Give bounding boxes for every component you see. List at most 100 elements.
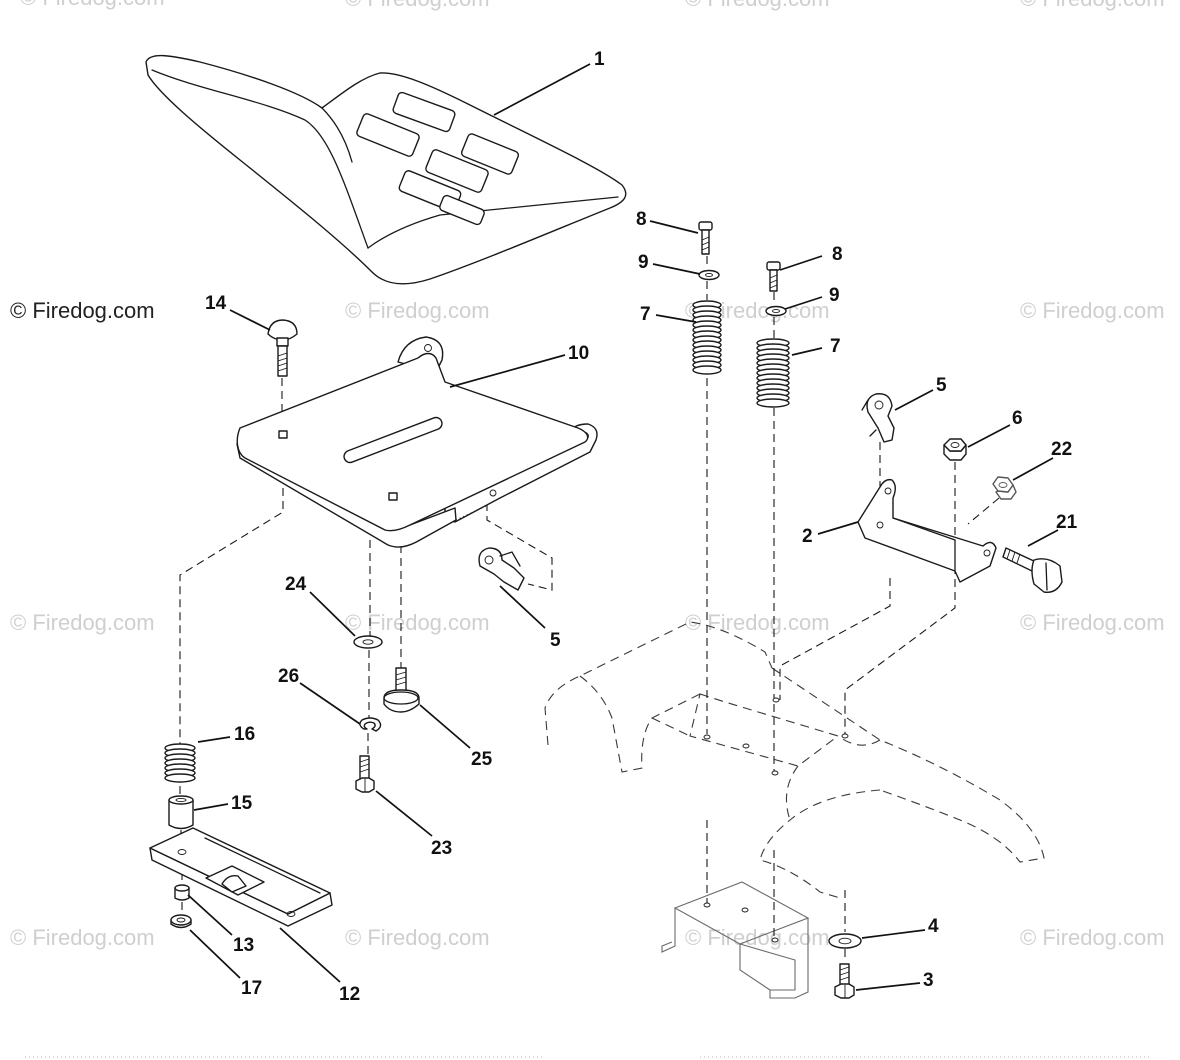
watermark: © Firedog.com <box>1020 925 1165 950</box>
clip-body <box>478 547 525 591</box>
callout-label-spacer: 15 <box>231 793 253 814</box>
leader-line <box>375 790 433 837</box>
spacer-body <box>168 799 194 830</box>
leader-line <box>449 354 566 388</box>
callout-label-carriage-bolt: 14 <box>205 293 227 314</box>
nut-13-top <box>174 884 190 892</box>
bolt-shank <box>769 269 778 292</box>
nut-part[interactable] <box>943 438 967 461</box>
clip-part-upper[interactable] <box>861 393 895 443</box>
callout-label-spring-16: 16 <box>234 724 255 745</box>
seat-part[interactable] <box>145 54 627 285</box>
callout-label-slide-plate: 12 <box>339 984 360 1005</box>
shoulder-bolt-thread <box>1006 549 1021 564</box>
washer-part-17[interactable] <box>170 914 192 929</box>
nut-part-13[interactable] <box>174 884 190 901</box>
watermark: © Firedog.com <box>345 925 490 950</box>
bracket-bend <box>892 517 956 572</box>
spacer-part[interactable] <box>168 795 194 830</box>
callout-label-washer-24: 24 <box>285 574 307 595</box>
spacer-hole <box>175 797 187 803</box>
mount-hole <box>742 743 750 749</box>
washer-part-left[interactable] <box>698 269 720 281</box>
carriage-bolt-thread <box>277 352 288 372</box>
frame-bracket-left <box>661 908 676 953</box>
fender-outline <box>544 621 1045 899</box>
watermark: © Firedog.com <box>345 298 490 323</box>
slide-plate-fold <box>204 837 321 894</box>
right-fender-front <box>837 735 881 746</box>
slide-plate-hole <box>177 849 187 855</box>
washer-part-24[interactable] <box>353 635 383 649</box>
callout-label-split-washer: 26 <box>278 666 299 687</box>
spring-part-left[interactable] <box>692 300 722 375</box>
watermark: © Firedog.com <box>685 0 830 11</box>
washer-4-outer <box>828 933 862 949</box>
bolt-part-left[interactable] <box>698 221 713 255</box>
left-fender-edge <box>544 621 773 746</box>
nut-hole <box>950 442 960 448</box>
assembly-line <box>367 540 371 755</box>
flange-bolt-part[interactable] <box>383 667 420 713</box>
mount-hole <box>771 770 779 776</box>
spring-coil <box>692 365 722 375</box>
hex-bolt-part-3[interactable] <box>834 963 855 999</box>
callout-label-washer-4: 4 <box>928 916 939 937</box>
callout-label-hex-bolt-3: 3 <box>923 970 934 991</box>
leader-line <box>229 309 271 331</box>
nut-part-22[interactable] <box>992 476 1017 500</box>
bolt-head <box>766 261 781 271</box>
callout-label-nut: 6 <box>1012 408 1023 429</box>
washer-part-right[interactable] <box>765 305 787 317</box>
leader-line <box>309 591 356 637</box>
bolt-thread <box>701 236 710 251</box>
callout-label-seat-pan: 10 <box>568 343 589 364</box>
leader-lines <box>187 63 1059 991</box>
assembly-line <box>779 578 891 700</box>
leader-line <box>419 704 471 749</box>
callout-label-clip-lower: 5 <box>550 630 561 651</box>
seat-pan-slot <box>343 416 443 464</box>
seat-pan-ear-hole <box>424 344 432 352</box>
leader-line <box>894 389 934 411</box>
assembly-lines <box>179 256 1000 962</box>
watermark: © Firedog.com <box>20 0 165 10</box>
washer-4-hole <box>838 937 852 945</box>
bracket-part[interactable] <box>857 478 997 583</box>
watermark: © Firedog.com <box>1020 298 1165 323</box>
clip-part-lower[interactable] <box>478 547 525 591</box>
washer-hole <box>772 308 780 314</box>
seat-pan-square-hole <box>388 492 398 501</box>
hex-bolt-part-23[interactable] <box>355 755 375 793</box>
left-fender-inner <box>579 675 701 773</box>
washer-part-4[interactable] <box>828 933 862 949</box>
seat-pan-flange-hole <box>489 489 497 497</box>
watermark: © Firedog.com <box>345 610 490 635</box>
watermark: © Firedog.com <box>10 925 155 950</box>
seat-pan-part[interactable] <box>236 336 598 548</box>
mount-hole <box>703 734 711 740</box>
shoulder-bolt-part[interactable] <box>1002 547 1063 593</box>
spring-part-16[interactable] <box>164 743 196 783</box>
split-washer-part[interactable] <box>359 717 382 732</box>
callout-label-nut-22: 22 <box>1051 439 1072 460</box>
seat-back-crease <box>151 69 369 249</box>
spring-part-right[interactable] <box>756 338 790 408</box>
leader-line <box>1027 529 1059 547</box>
leader-line <box>493 63 591 116</box>
callout-label-clip-upper: 5 <box>936 375 947 396</box>
slide-plate-part[interactable] <box>149 827 333 927</box>
leader-line <box>655 314 697 323</box>
mount-hole <box>841 733 849 739</box>
bracket-hole <box>983 549 991 557</box>
leader-line <box>861 929 926 939</box>
bolt-part-right[interactable] <box>766 261 781 292</box>
callout-label-bolt-right: 8 <box>832 244 843 265</box>
washer-hole <box>705 272 713 278</box>
callout-label-shoulder-bolt: 21 <box>1056 512 1078 533</box>
bracket-hole <box>741 907 749 913</box>
washer-hole <box>362 639 374 645</box>
washer-17-hole <box>176 917 186 923</box>
carriage-bolt-part[interactable] <box>267 319 298 377</box>
leader-line <box>187 894 233 936</box>
